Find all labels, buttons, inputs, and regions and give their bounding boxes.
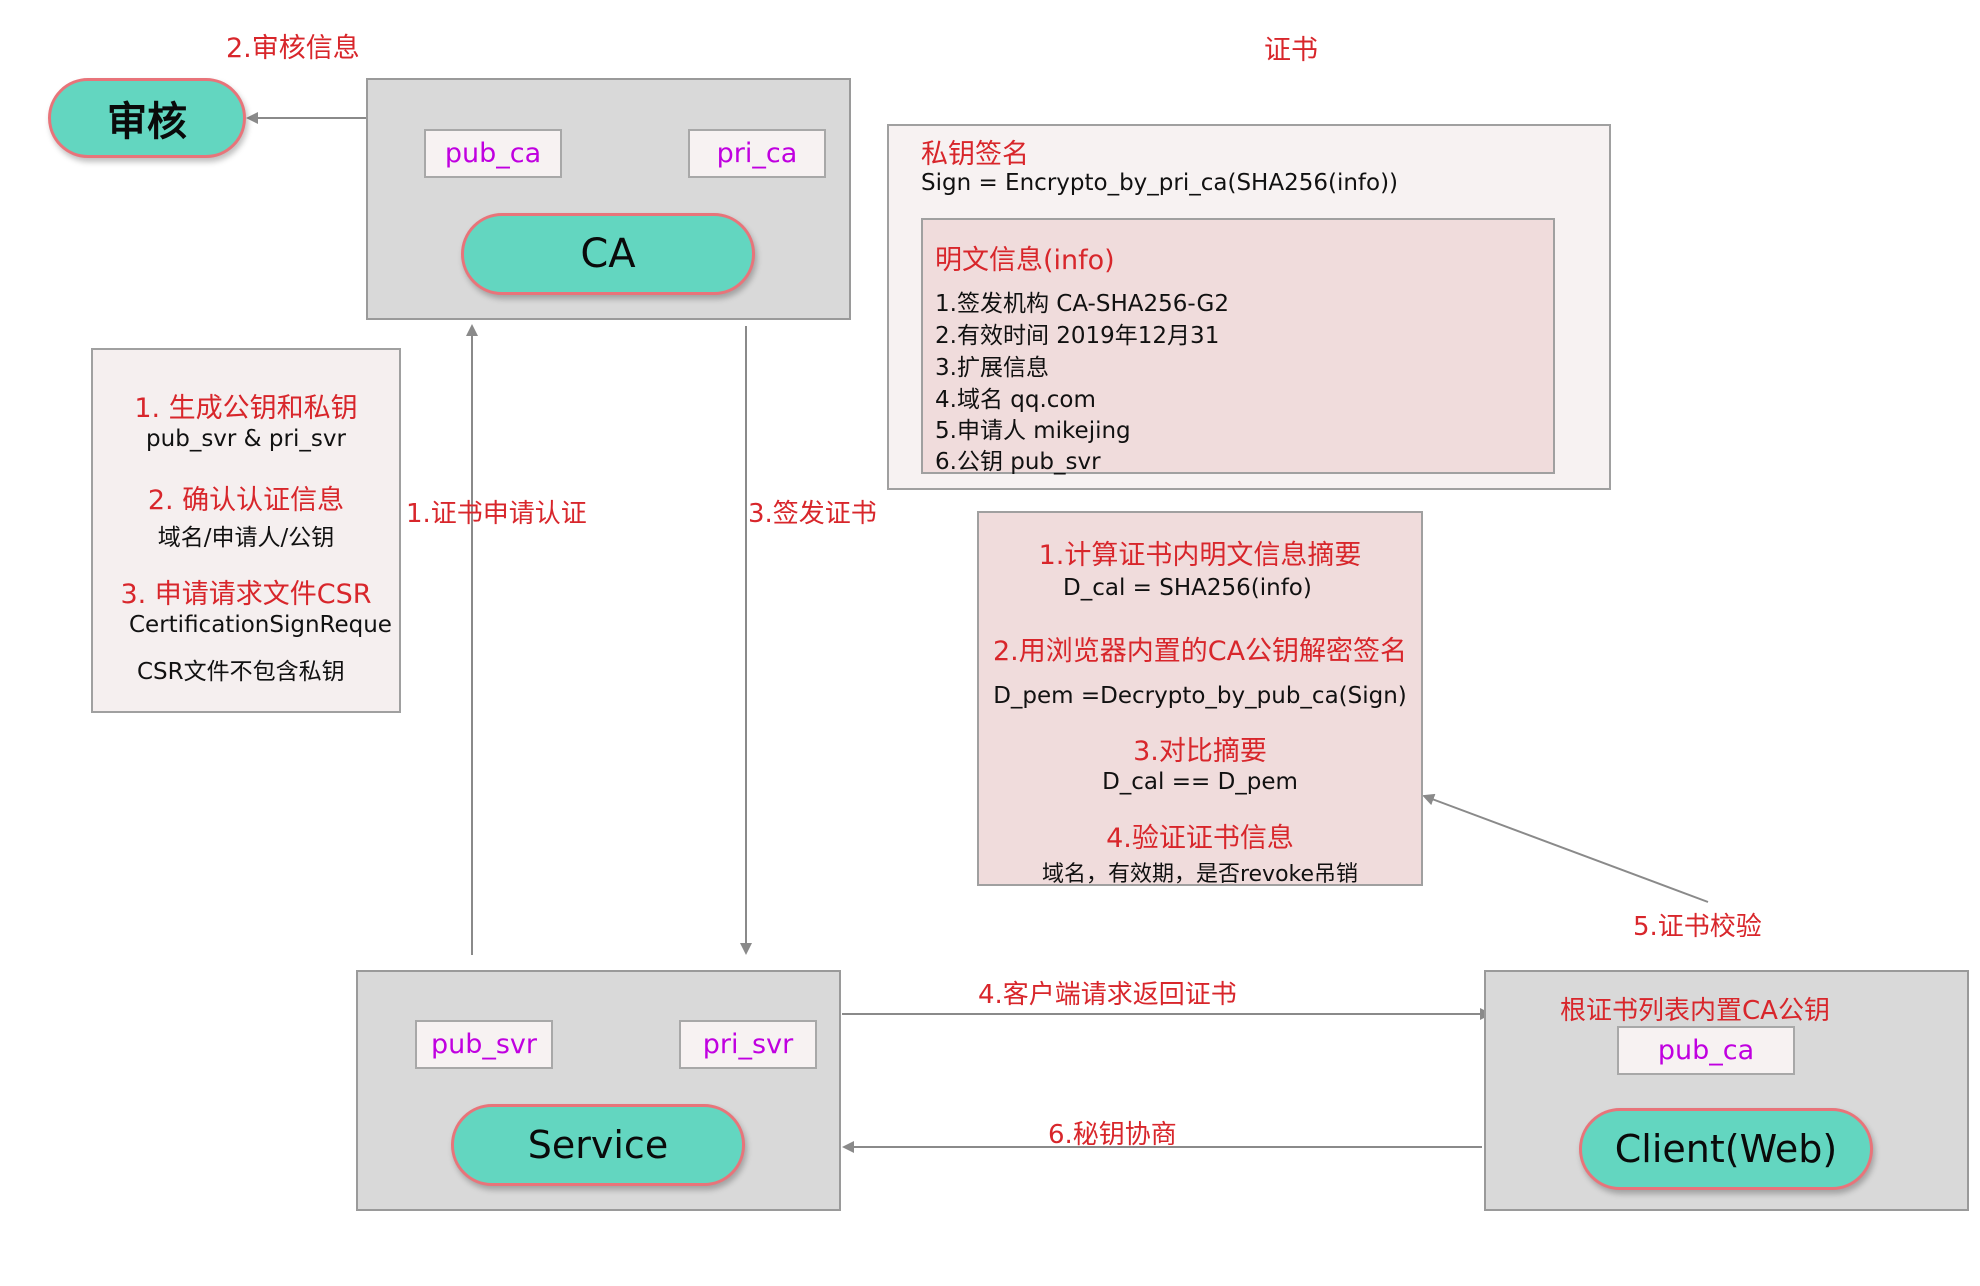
label-issue: 3.签发证书 [748, 499, 877, 529]
sign-formula: Sign = Encrypto_by_pri_ca(SHA256(info)) [921, 170, 1399, 196]
sign-title: 私钥签名 [921, 139, 1029, 170]
label-negotiate: 6.秘钥协商 [1048, 1120, 1177, 1150]
verify4-title: 4.验证证书信息 [1106, 823, 1294, 854]
verify-panel: 1.计算证书内明文信息摘要 D_cal = SHA256(info) 2.用浏览… [977, 511, 1423, 887]
step1-text: pub_svr & pri_svr [146, 426, 346, 452]
audit-node[interactable]: 审核 [48, 78, 246, 158]
service-node-label: Service [527, 1123, 669, 1167]
step3-title: 3. 申请请求文件CSR [120, 579, 372, 610]
audit-node-label: 审核 [107, 99, 187, 145]
step1-title: 1. 生成公钥和私钥 [134, 393, 358, 424]
info-item: 5.申请人 mikejing [935, 418, 1131, 444]
csr-steps-panel: 1. 生成公钥和私钥 pub_svr & pri_svr 2. 确认认证信息 域… [91, 348, 401, 713]
step3-text2: CSR文件不包含私钥 [137, 659, 345, 685]
label-apply: 1.证书申请认证 [406, 499, 587, 529]
service-node[interactable]: Service [451, 1104, 745, 1186]
info-item: 6.公钥 pub_svr [935, 449, 1101, 475]
info-title: 明文信息(info) [935, 245, 1115, 276]
verify2-text: D_pem =Decrypto_by_pub_ca(Sign) [993, 683, 1407, 709]
ca-pub-key: pub_ca [424, 129, 562, 178]
client-node-label: Client(Web) [1614, 1127, 1838, 1171]
verify4-text: 域名，有效期，是否revoke吊销 [1041, 862, 1359, 887]
client-pub-key: pub_ca [1617, 1026, 1795, 1075]
verify1-title: 1.计算证书内明文信息摘要 [1038, 540, 1362, 571]
step2-text: 域名/申请人/公钥 [157, 525, 335, 551]
certificate-panel: 私钥签名 Sign = Encrypto_by_pri_ca(SHA256(in… [887, 124, 1611, 490]
verify1-text: D_cal = SHA256(info) [1063, 575, 1312, 601]
label-certificate: 证书 [1264, 35, 1318, 66]
arrow-client-to-verify [1422, 793, 1709, 903]
info-item: 1.签发机构 CA-SHA256-G2 [935, 291, 1229, 317]
step2-title: 2. 确认认证信息 [147, 485, 345, 516]
info-panel: 明文信息(info) 1.签发机构 CA-SHA256-G2 2.有效时间 20… [921, 218, 1555, 475]
service-pri-key: pri_svr [679, 1020, 817, 1069]
client-node[interactable]: Client(Web) [1579, 1108, 1873, 1190]
ca-pri-key: pri_ca [688, 129, 826, 178]
label-audit-info: 2.审核信息 [226, 33, 360, 64]
verify2-title: 2.用浏览器内置的CA公钥解密签名 [992, 636, 1408, 667]
service-pub-key: pub_svr [415, 1020, 553, 1069]
label-verify: 5.证书校验 [1633, 912, 1762, 942]
verify3-title: 3.对比摘要 [1133, 736, 1267, 767]
client-root-title: 根证书列表内置CA公钥 [1560, 996, 1830, 1026]
ca-node[interactable]: CA [461, 213, 755, 295]
info-item: 4.域名 qq.com [935, 387, 1096, 413]
info-item: 3.扩展信息 [935, 355, 1049, 381]
info-item: 2.有效时间 2019年12月31 [935, 323, 1220, 349]
ca-node-label: CA [580, 231, 636, 277]
step3-text1: CertificationSignReque [129, 612, 392, 638]
verify3-text: D_cal == D_pem [1102, 769, 1298, 795]
label-client-request: 4.客户端请求返回证书 [978, 980, 1237, 1010]
